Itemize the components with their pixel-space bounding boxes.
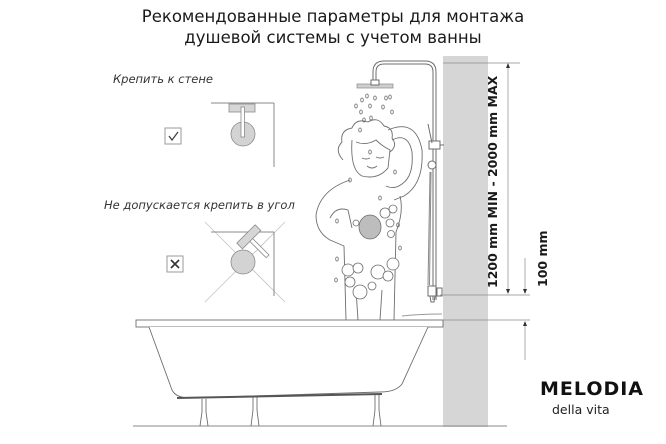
shower-height-dimension: 1200 mm MIN - 2000 mm MAX <box>485 75 500 288</box>
title-line-2: душевой системы с учетом ванны <box>184 28 482 47</box>
wall-mount-caption: Крепить к стене <box>113 72 213 86</box>
cross-icon <box>170 259 180 269</box>
title-line-1: Рекомендованные параметры для монтажа <box>141 7 525 26</box>
brand-tagline: della vita <box>552 402 610 417</box>
brand-name: MELODIA <box>540 378 645 400</box>
water-drops <box>334 93 402 283</box>
sponge <box>358 214 382 240</box>
corner-mount-caption: Не допускается крепить в угол <box>104 198 295 212</box>
corner-mount-illustration <box>166 221 286 303</box>
wall <box>443 56 488 427</box>
wall-mount-illustration <box>164 102 275 167</box>
dimension-lines <box>440 62 530 360</box>
diagram-title: Рекомендованные параметры для монтажа ду… <box>0 6 666 48</box>
shower-system <box>356 60 444 303</box>
check-box <box>164 127 182 145</box>
soap-bubbles <box>341 204 400 300</box>
mixer-height-dimension: 100 mm <box>535 230 550 288</box>
bathtub <box>135 313 444 427</box>
brand-logo: MELODIA della vita <box>540 378 660 417</box>
check-icon <box>168 131 179 142</box>
